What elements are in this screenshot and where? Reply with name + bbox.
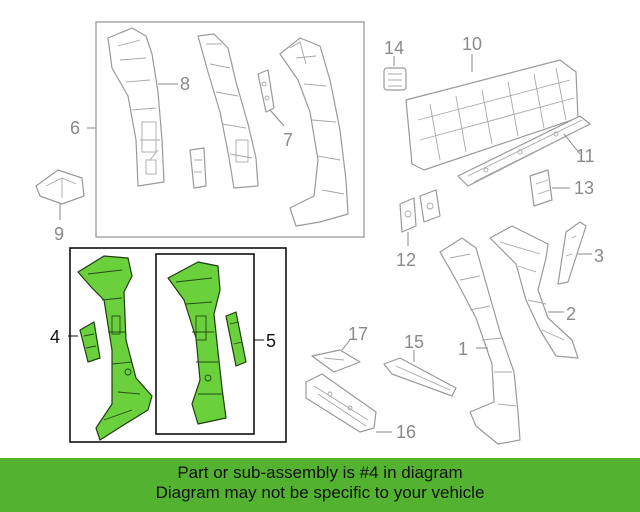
- banner-line-1: Part or sub-assembly is #4 in diagram: [177, 463, 463, 482]
- callout-14[interactable]: 14: [384, 38, 404, 58]
- callout-13[interactable]: 13: [574, 178, 594, 198]
- part-13-bracket[interactable]: [529, 169, 553, 207]
- callout-6[interactable]: 6: [70, 118, 80, 138]
- callout-3[interactable]: 3: [594, 246, 604, 266]
- part-10-back-panel[interactable]: [405, 59, 579, 171]
- group-frame-6: [95, 21, 365, 238]
- info-banner: Part or sub-assembly is #4 in diagram Di…: [0, 458, 640, 512]
- callout-4[interactable]: 4: [50, 327, 60, 347]
- callout-7[interactable]: 7: [283, 130, 293, 150]
- callout-11[interactable]: 11: [576, 146, 595, 166]
- callout-10[interactable]: 10: [462, 34, 482, 54]
- part-5-pillar-assembly[interactable]: [167, 261, 247, 425]
- part-17-bracket[interactable]: [311, 349, 361, 373]
- part-9-bracket[interactable]: [35, 169, 85, 205]
- callout-9[interactable]: 9: [54, 224, 64, 244]
- callout-16[interactable]: 16: [396, 422, 416, 442]
- part-1-main-pillar[interactable]: [439, 237, 521, 445]
- part-15-sill[interactable]: [383, 357, 457, 397]
- parts-diagram: 6 8 7 9 14: [35, 21, 604, 445]
- callout-12[interactable]: 12: [396, 250, 416, 270]
- callout-15[interactable]: 15: [404, 332, 424, 352]
- callout-17[interactable]: 17: [348, 324, 368, 344]
- part-7-reinforcement[interactable]: [189, 33, 275, 189]
- part-4-center-pillar[interactable]: [77, 255, 153, 441]
- part-11-rail[interactable]: [457, 115, 591, 187]
- callout-8[interactable]: 8: [180, 74, 190, 94]
- group-frame-5: [155, 253, 255, 435]
- callout-5[interactable]: 5: [266, 331, 276, 351]
- banner-line-2: Diagram may not be specific to your vehi…: [155, 483, 485, 502]
- callout-2[interactable]: 2: [566, 304, 576, 324]
- part-3-strip[interactable]: [557, 221, 587, 285]
- part-16-lower-rail[interactable]: [305, 373, 377, 433]
- group-frame-highlight: [69, 247, 287, 443]
- part-12-bracket[interactable]: [399, 189, 441, 233]
- part-8-inner-pillar[interactable]: [107, 27, 165, 187]
- callout-1[interactable]: 1: [458, 339, 468, 359]
- part-14-clip[interactable]: [383, 67, 407, 91]
- part-2-outer-pillar[interactable]: [489, 225, 579, 359]
- outer-pillar-in-frame[interactable]: [279, 37, 349, 227]
